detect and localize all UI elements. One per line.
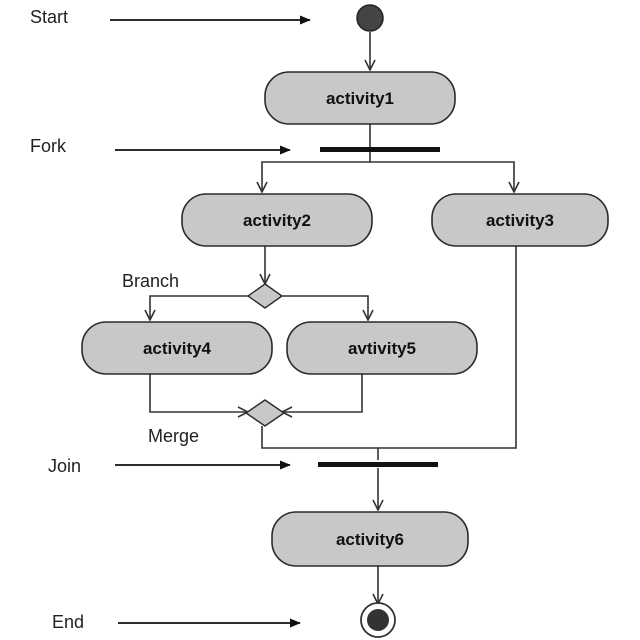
activity4-node: activity4 [81, 321, 273, 375]
edge-merge-to-join [261, 426, 379, 460]
start-annotation: Start [30, 7, 68, 27]
activity1-node: activity1 [264, 71, 456, 125]
edge-branch-to-activity4 [150, 295, 252, 320]
join-bar [318, 462, 438, 467]
edge-fork-to-activity3 [370, 161, 514, 192]
fork-bar [320, 147, 440, 152]
activity6-label: activity6 [336, 530, 404, 549]
branch-diamond [246, 283, 284, 309]
edge-branch-to-activity5 [278, 295, 368, 320]
start-node [356, 4, 384, 32]
activity1-label: activity1 [326, 89, 394, 108]
activity3-node: activity3 [431, 193, 609, 247]
end-annotation: End [52, 612, 84, 632]
activity6-node: activity6 [271, 511, 469, 567]
activity5-node: avtivity5 [286, 321, 478, 375]
activity5-label: avtivity5 [348, 339, 416, 358]
activity4-label: activity4 [143, 339, 212, 358]
branch-annotation: Branch [122, 271, 179, 291]
activity2-node: activity2 [181, 193, 373, 247]
edge-activity3-to-join [378, 246, 517, 449]
fork-annotation: Fork [30, 136, 67, 156]
edge-activity4-to-merge [149, 374, 248, 412]
edge-activity5-to-merge [282, 374, 363, 412]
join-annotation: Join [48, 456, 81, 476]
merge-diamond [244, 399, 286, 427]
end-node [360, 602, 396, 638]
edge-fork-to-activity2 [262, 152, 371, 192]
merge-annotation: Merge [148, 426, 199, 446]
activity2-label: activity2 [243, 211, 311, 230]
activity3-label: activity3 [486, 211, 554, 230]
